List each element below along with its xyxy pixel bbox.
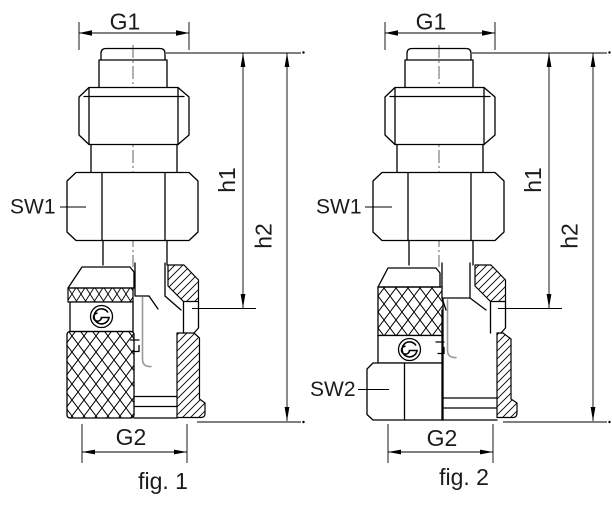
fig2-g2-label: G2 (427, 425, 458, 451)
fig2-drawing: G1 SW1 SW2 h1 h2 G2 fig. 2 (310, 9, 612, 490)
fig2-sw1-label: SW1 (316, 196, 362, 219)
fig2-section-hatching (474, 264, 518, 419)
s-logo-icon (397, 337, 422, 362)
fig2-caption: fig. 2 (439, 464, 489, 490)
fig2-g1-label: G1 (416, 9, 447, 35)
fig2-h2-label: h2 (557, 223, 583, 249)
fig1-h2-label: h2 (251, 223, 277, 249)
fig2-sw2-label: SW2 (310, 378, 356, 401)
fig1-g2-label: G2 (116, 424, 147, 450)
fig2-h1-label: h1 (520, 167, 546, 193)
fig1-section-hatching (167, 264, 206, 419)
fig1-g1-label: G1 (110, 9, 141, 35)
fig1-caption: fig. 1 (138, 468, 188, 494)
s-logo-icon (89, 304, 114, 329)
fig2-coupling-body (366, 262, 518, 421)
fig1-coupling-body (66, 262, 206, 419)
fig1-sw1-label: SW1 (10, 196, 56, 219)
fig1-h1-label: h1 (214, 167, 240, 193)
fig1-drawing: G1 SW1 h1 h2 G2 fig. 1 (10, 9, 306, 494)
